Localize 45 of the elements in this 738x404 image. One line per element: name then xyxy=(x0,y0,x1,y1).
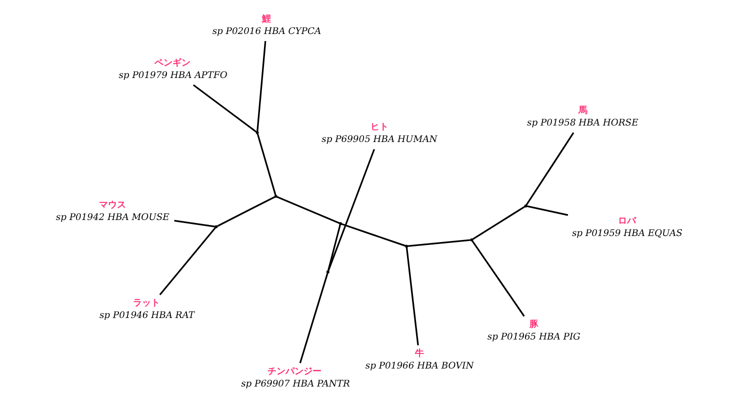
node-point xyxy=(404,244,408,248)
node-point xyxy=(470,238,473,242)
connector xyxy=(216,196,275,227)
connector xyxy=(405,247,418,346)
connector xyxy=(158,227,216,296)
node-text: sp P01946 HBA RAT xyxy=(98,310,194,321)
connector xyxy=(340,223,406,247)
node-text: sp P01979 HBA APTFO xyxy=(118,70,227,81)
node-label: 牛 xyxy=(414,348,424,360)
node-text: sp P01942 HBA MOUSE xyxy=(55,212,169,223)
node-label: ロバ xyxy=(618,216,636,227)
node-label: ヒト xyxy=(370,122,388,133)
connector xyxy=(298,273,328,364)
connector xyxy=(327,148,374,272)
node-text: sp P69905 HBA HUMAN xyxy=(321,134,437,145)
connector xyxy=(525,132,574,206)
connector xyxy=(192,84,256,132)
connector xyxy=(276,196,340,224)
node-point xyxy=(338,222,342,226)
node-label: ラット xyxy=(132,298,160,309)
node-label: マウス xyxy=(98,199,126,210)
connector xyxy=(407,239,470,247)
node-text: sp P01965 HBA PIG xyxy=(486,331,580,342)
connector xyxy=(472,206,525,240)
node-text: sp P01958 HBA HORSE xyxy=(526,118,638,129)
connector xyxy=(526,205,568,216)
node-point xyxy=(326,270,329,274)
node-label: チンパンジー xyxy=(267,366,322,377)
node-text: sp P02016 HBA CYPCA xyxy=(212,26,321,37)
node-text: sp P01966 HBA BOVIN xyxy=(364,360,474,372)
node-text: sp P69907 HBA PANTR xyxy=(240,378,350,390)
node-label: 豚 xyxy=(529,318,538,330)
node-label: 馬 xyxy=(578,105,587,116)
node-label: ペンギン xyxy=(154,57,190,68)
node-point xyxy=(214,225,218,228)
connector xyxy=(174,220,214,228)
node-point xyxy=(274,194,277,198)
connector xyxy=(326,224,340,272)
node-point xyxy=(524,204,527,208)
node-label: 鯉 xyxy=(262,13,271,24)
connector xyxy=(256,40,266,132)
node-point xyxy=(255,131,258,134)
connector xyxy=(256,134,276,196)
node-text: sp P01959 HBA EQUAS xyxy=(571,228,682,240)
connector xyxy=(471,240,524,317)
